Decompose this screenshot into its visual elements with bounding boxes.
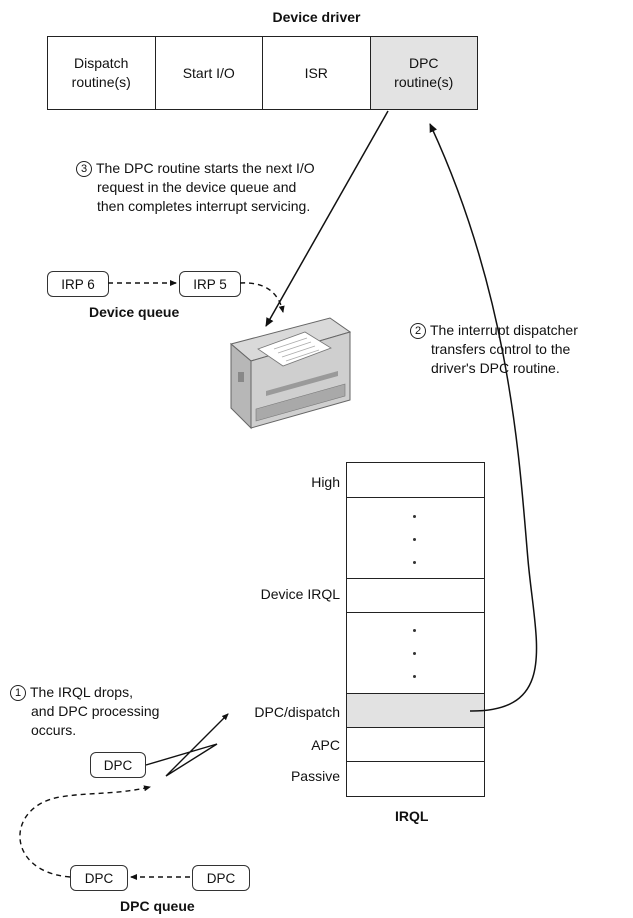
isr-cell: ISR xyxy=(262,37,370,109)
isr-label: ISR xyxy=(304,64,328,81)
irql-level-high: High xyxy=(311,474,340,490)
irql-box-high xyxy=(346,462,485,498)
device-driver-routines: Dispatch routine(s) Start I/O ISR DPC rout… xyxy=(47,36,478,110)
dpc-processing-zigzag xyxy=(145,713,229,777)
dpc-routines-line1: DPC xyxy=(408,55,439,71)
ellipsis-dot xyxy=(413,675,416,678)
dpc-queue-label: DPC queue xyxy=(120,898,195,914)
step-1-number: 1 xyxy=(10,685,26,701)
dpc-queue-to-active-arrow xyxy=(19,785,151,878)
step-2-number: 2 xyxy=(410,323,426,339)
dpc-queue-item-head: DPC xyxy=(70,865,128,891)
ellipsis-dot xyxy=(413,538,416,541)
dpc-routine-to-device-arrow xyxy=(265,110,389,327)
step-2-line3: driver's DPC routine. xyxy=(431,360,560,376)
dpc-routines-cell: DPC routine(s) xyxy=(369,37,477,109)
dispatch-to-dpc-routine-arrow xyxy=(429,123,538,712)
start-io-label: Start I/O xyxy=(182,64,235,81)
ellipsis-dot xyxy=(413,515,416,518)
printer-icon xyxy=(229,317,352,430)
device-driver-title: Device driver xyxy=(272,9,361,25)
irql-label: IRQL xyxy=(395,808,429,824)
dpc-queue-item-tail: DPC xyxy=(192,865,250,891)
irql-level-dpc-dispatch: DPC/dispatch xyxy=(254,704,340,720)
step-3-line1: The DPC routine starts the next I/O xyxy=(96,160,315,176)
irql-level-passive: Passive xyxy=(290,768,340,784)
start-io-cell: Start I/O xyxy=(154,37,263,109)
ellipsis-dot xyxy=(413,652,416,655)
dispatch-routines-line1: Dispatch xyxy=(74,55,129,71)
step-1-line2: and DPC processing xyxy=(31,703,160,719)
step-2-line1: The interrupt dispatcher xyxy=(430,322,578,338)
step-3-number: 3 xyxy=(76,161,92,177)
dispatch-routines-cell: Dispatch routine(s) xyxy=(48,37,155,109)
ellipsis-dot xyxy=(413,629,416,632)
irp-to-device-arrow xyxy=(239,282,285,313)
step-1-line1: The IRQL drops, xyxy=(30,684,133,700)
step-3-line3: then completes interrupt servicing. xyxy=(97,198,311,214)
irql-level-device: Device IRQL xyxy=(260,586,340,602)
dpc-active-item: DPC xyxy=(90,752,146,778)
step-3-line2: request in the device queue and xyxy=(97,179,297,195)
ellipsis-dot xyxy=(413,561,416,564)
irql-box-passive xyxy=(346,761,485,797)
irp-5-item: IRP 5 xyxy=(179,271,241,297)
step-1-line3: occurs. xyxy=(31,722,77,738)
step-2-line2: transfers control to the xyxy=(431,341,571,357)
dispatch-routines-line2: routine(s) xyxy=(71,74,131,90)
device-queue-label: Device queue xyxy=(89,304,180,320)
irql-level-apc: APC xyxy=(311,737,340,753)
dpc-routines-line2: routine(s) xyxy=(394,74,454,90)
irp-6-item: IRP 6 xyxy=(47,271,109,297)
